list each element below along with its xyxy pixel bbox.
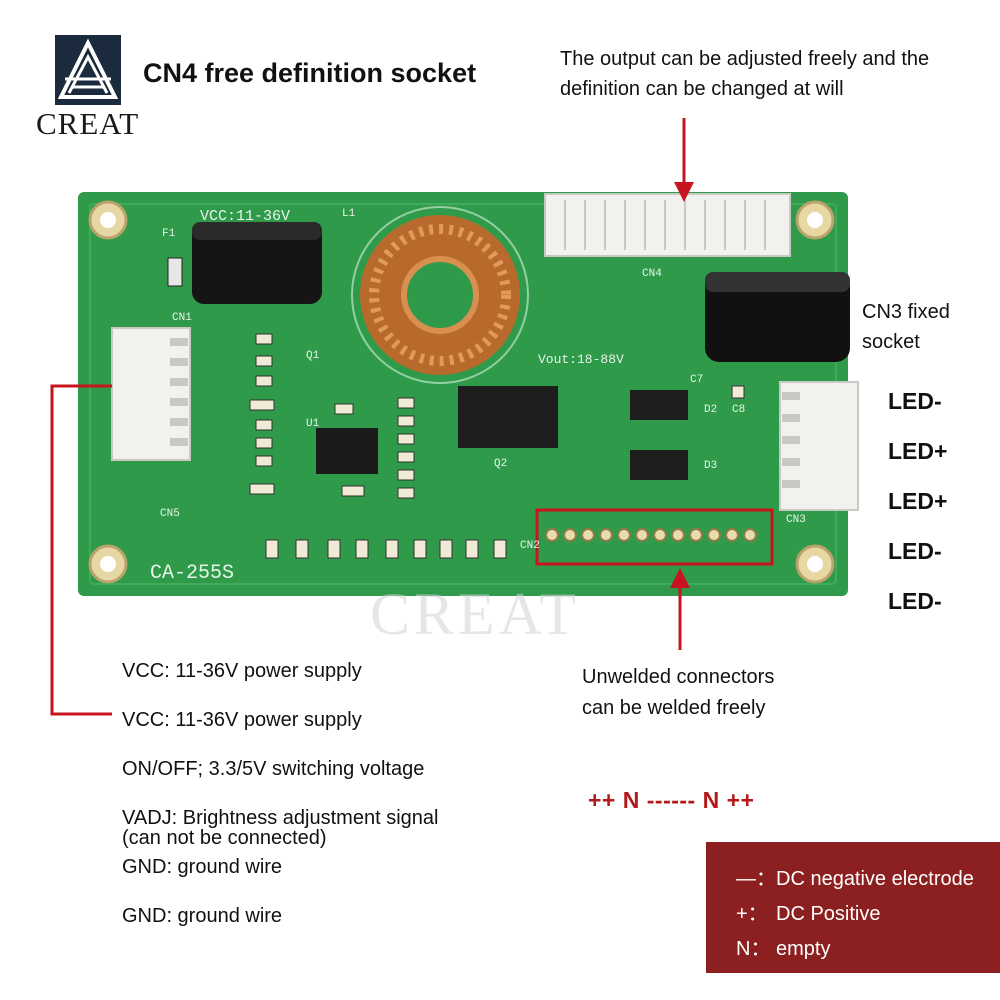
led-pin-3: LED+ [888,488,948,514]
diode-d3 [630,450,688,480]
legend-row-positive: +： DC Positive [736,897,880,926]
brand-logo [55,35,121,105]
cn2-highlight-box [535,508,774,566]
legend-text: DC Positive [776,903,881,925]
cn2-pads [545,528,757,542]
board-cn5-label: CN5 [160,508,180,520]
page-title: CN4 free definition socket [143,58,477,88]
legend-symbol: N： [736,938,771,960]
power-pin-3: ON/OFF; 3.3/5V switching voltage [122,758,425,780]
cn3-connector [779,381,859,511]
board-d2-label: D2 [704,404,718,416]
board-cn3-label: CN3 [786,514,806,526]
board-model: CA-255S [150,562,235,585]
output-note: The output can be adjusted freely and th… [560,48,930,100]
vadj-note: (can not be connected) [122,827,327,849]
input-capacitor [192,222,322,304]
board-cn2-label: CN2 [520,540,540,552]
annotation-arrows [50,118,694,716]
output-capacitor [705,272,850,362]
diode-d2 [630,390,688,420]
inductor-l1 [351,206,529,384]
logo-text: CREAT [36,106,140,141]
legend-text: DC negative electrode [776,868,974,890]
cn4-connector [544,193,791,257]
board-f1-label: F1 [162,228,176,240]
board-vcc-label: VCC:11-36V [200,208,291,225]
smd-components [249,333,745,559]
fuse-f1 [167,257,183,287]
pin-pattern: ++ N ------ N ++ [588,787,755,813]
mosfet-q2 [458,386,558,448]
mounting-holes [88,200,835,584]
board-u1-label: U1 [306,418,320,430]
board-l1-label: L1 [342,208,356,220]
led-pin-4: LED- [888,538,942,564]
unwelded-note: Unwelded connectors can be welded freely [582,666,775,719]
board-c8-label: C8 [732,404,746,416]
logo-mark-icon [57,38,119,99]
board-q2-label: Q2 [494,458,508,470]
board-cn4-label: CN4 [642,268,662,280]
legend-row-empty: N：empty [736,932,830,961]
board-cn1-label: CN1 [172,312,192,324]
board-c7-label: C7 [690,374,704,386]
legend-text: empty [776,938,831,960]
led-pin-1: LED- [888,388,942,414]
power-pin-4: VADJ: Brightness adjustment signal [122,807,439,829]
cn3-socket-label: CN3 fixed socket [862,301,950,353]
watermark-text: CREAT [370,581,581,647]
power-pin-5: GND: ground wire [122,856,283,878]
board-vout-label: Vout:18-88V [538,352,624,367]
board-q1-label: Q1 [306,350,320,362]
ic-u1 [316,428,378,474]
power-pin-6: GND: ground wire [122,905,283,927]
legend-box: —：DC negative electrode +： DC Positive N：… [706,842,1000,973]
legend-row-negative: —：DC negative electrode [736,862,974,891]
board-d3-label: D3 [704,460,718,472]
led-pin-5: LED- [888,588,942,614]
power-pin-1: VCC: 11-36V power supply [122,660,362,682]
power-pin-2: VCC: 11-36V power supply [122,709,362,731]
legend-symbol: —： [736,868,776,890]
legend-symbol: +： [736,903,768,925]
led-pin-2: LED+ [888,438,948,464]
cn1-connector [111,327,191,461]
